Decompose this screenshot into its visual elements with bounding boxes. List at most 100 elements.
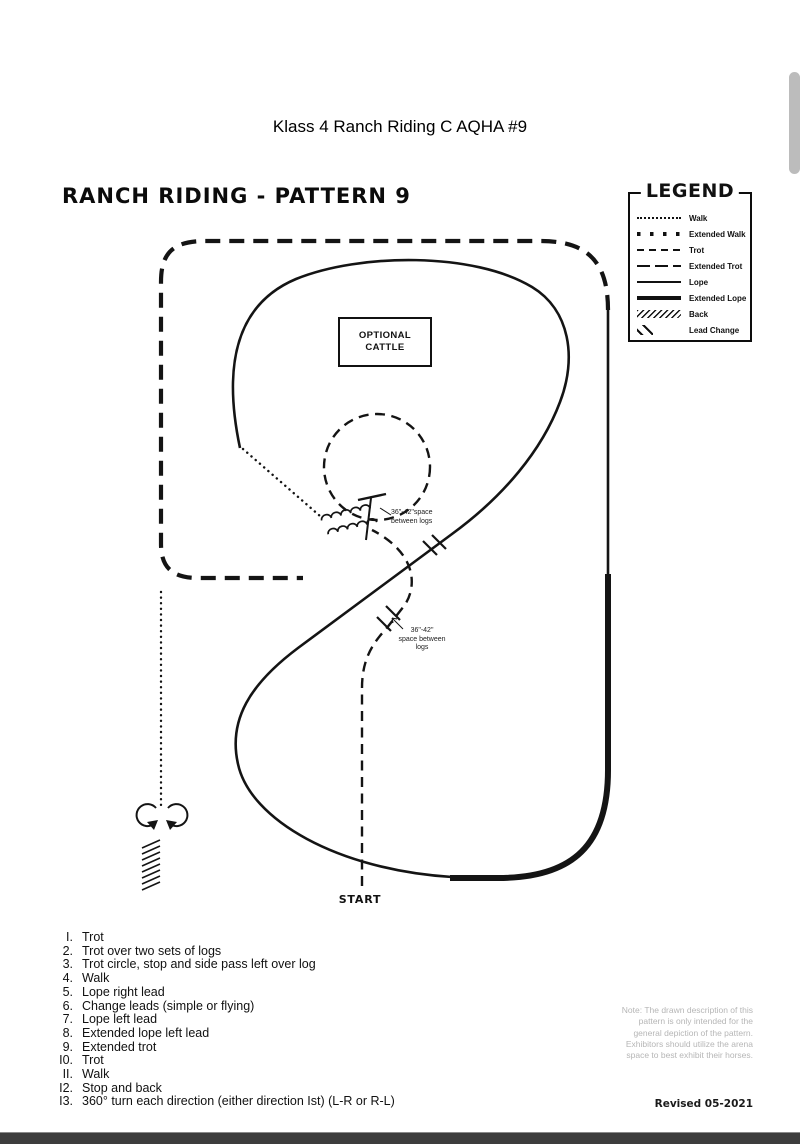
maneuver-item: I.Trot [54,930,395,945]
extended-lope-path [450,574,611,881]
maneuver-text: Trot [82,930,104,944]
maneuver-item: 9.Extended trot [54,1039,395,1055]
extended-walk-line-sample [637,232,681,236]
extended-trot-line-sample [637,264,681,268]
disclaimer-note: Note: The drawn description of this patt… [533,1005,753,1061]
extended-trot-outer-path [158,238,611,581]
lead-change-marks [422,534,447,556]
legend-box: LEGEND Walk Extended Walk Trot Extended … [628,180,752,342]
logs-upper-line2: between logs [391,517,433,525]
legend-label: Trot [689,245,705,255]
pattern-heading: RANCH RIDING - PATTERN 9 [62,184,411,208]
lower-label-arrow [391,617,404,630]
maneuver-text: Trot [82,1053,104,1068]
maneuver-number: I3. [59,1094,73,1109]
legend-item-back: Back [637,306,748,322]
side-pass-log [357,492,387,541]
maneuver-item: 7. Lope left lead [54,1013,395,1027]
legend-label: Walk [689,213,708,223]
maneuver-number: 3. [62,957,73,972]
legend-item-extended-lope: Extended Lope [637,290,748,306]
trot-line-sample [637,249,681,251]
legend-item-walk: Walk [637,210,748,226]
maneuver-item: 8. Extended lope left lead [54,1025,395,1041]
note-line: pattern is only intended for the [638,1016,753,1027]
legend-label: Extended Walk [689,229,746,239]
lead-change-sample [637,325,653,335]
scrollbar-thumb[interactable] [789,72,800,174]
maneuver-item: 5.Lope right lead [54,984,395,1000]
log-poles-upper [320,504,378,535]
maneuver-number: 8. [62,1025,73,1040]
maneuver-list: I.Trot 2. Trot over two sets of logs 3. Tr… [54,930,395,1109]
legend-item-lead-change: Lead Change [637,322,748,338]
logs-lower-line1: 36"-42" [410,627,434,634]
legend-item-lope: Lope [637,274,748,290]
note-line: Exhibitors should utilize the arena [625,1038,753,1049]
legend-item-trot: Trot [637,242,748,258]
maneuver-text: Stop and back [82,1080,162,1095]
walk-line-sample [637,217,681,219]
maneuver-number: II. [62,1067,73,1082]
logs-upper-line1: 36"-42"space [391,509,433,516]
maneuver-number: I0. [59,1053,73,1068]
legend-label: Extended Lope [689,293,747,303]
logs-spacing-label-lower: 36"-42" space between logs [396,627,448,653]
optional-cattle-box: OPTIONAL CATTLE [338,317,432,367]
maneuver-text: Extended lope left lead [82,1025,210,1040]
page-title: Klass 4 Ranch Riding C AQHA #9 [272,117,528,136]
maneuver-item: I3. 360° turn each direction (either dire… [54,1095,395,1109]
maneuver-text: Change leads (simple or flying) [82,998,255,1013]
legend-item-extended-walk: Extended Walk [637,226,748,242]
legend-label: Extended Trot [689,261,743,271]
optional-cattle-line1: OPTIONAL [358,330,412,341]
logs-spacing-label-upper: 36"-42"space between logs [391,509,433,526]
start-label: START [338,893,382,906]
bottom-toolbar-edge [0,1132,800,1144]
legend-label: Lope [689,277,709,287]
lope-line-sample [637,281,681,283]
legend-rows: Walk Extended Walk Trot Extended Trot Lo… [637,210,748,338]
legend-label: Lead Change [689,325,740,335]
maneuver-number: I2. [59,1080,73,1095]
lope-loop-path [231,258,571,879]
note-line: Note: The drawn description of this [621,1005,753,1015]
maneuver-text: Trot circle, stop and side pass left ove… [82,957,316,972]
maneuver-item: 4. Walk [54,971,395,986]
back-hatch-marks [141,839,161,891]
maneuver-text: Walk [82,1067,110,1082]
revised-date: Revised 05-2021 [654,1098,753,1110]
turn-360-symbols [135,803,189,830]
maneuver-number: 2. [62,943,73,958]
legend-item-extended-trot: Extended Trot [637,258,748,274]
maneuver-text: Lope left lead [82,1012,158,1027]
maneuver-item: 2. Trot over two sets of logs [54,943,395,959]
upper-label-leader-line [379,507,392,516]
maneuver-number: 7. [62,1012,73,1027]
maneuver-number: 5. [62,984,73,999]
note-line: general depiction of the pattern. [633,1027,753,1038]
maneuver-number: 9. [62,1039,73,1054]
legend-title: LEGEND [640,180,740,202]
maneuver-item: 6. Change leads (simple or flying) [54,998,395,1014]
optional-cattle-line2: CATTLE [365,342,405,353]
maneuver-text: Trot over two sets of logs [82,943,222,958]
maneuver-item: II. Walk [54,1067,395,1082]
maneuver-item: I0. Trot [54,1054,395,1068]
legend-label: Back [689,309,709,319]
logs-lower-line2: space between [398,635,446,643]
maneuver-number: 4. [62,971,73,986]
extended-lope-line-sample [637,296,681,300]
maneuver-number: 6. [62,998,73,1013]
maneuver-item: 3. Trot circle, stop and side pass left o… [54,958,395,972]
back-line-sample [637,310,681,318]
maneuver-text: 360° turn each direction (either directi… [82,1094,395,1109]
note-line: space to best exhibit their horses. [626,1050,753,1061]
trot-circle [322,412,432,522]
logs-lower-line3: logs [415,644,429,651]
maneuver-item: I2. Stop and back [54,1080,395,1096]
walk-dotted-diagonal [241,447,322,518]
maneuver-text: Walk [82,971,110,986]
